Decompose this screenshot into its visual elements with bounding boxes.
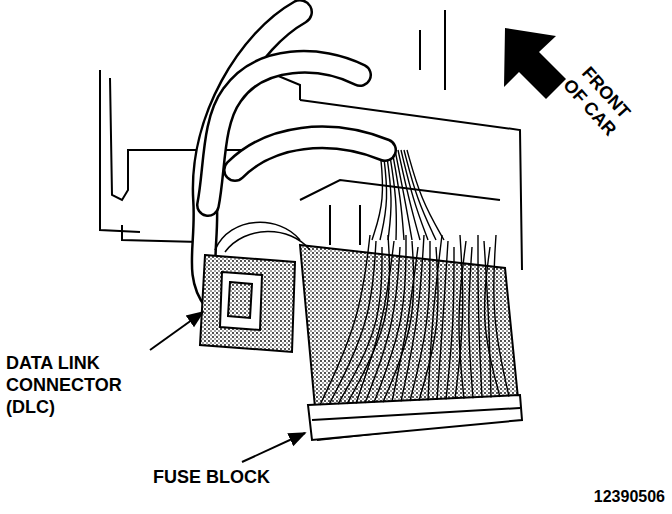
- fuse-block: [312, 408, 520, 420]
- wire: [428, 235, 442, 400]
- wire: [404, 150, 436, 240]
- wire: [469, 247, 473, 398]
- data-link-connector: [225, 231, 310, 252]
- data-link-connector: [228, 282, 252, 318]
- wire: [320, 235, 370, 405]
- part-label: FUSE BLOCK: [153, 466, 313, 488]
- data-link-connector: [220, 272, 262, 330]
- wire: [410, 241, 430, 401]
- wire: [380, 150, 387, 240]
- dash-structure: [444, 10, 446, 90]
- dash-structure: [419, 30, 421, 70]
- leader-line: [150, 312, 203, 350]
- wire: [386, 150, 391, 240]
- direction-label: FRONT OF CAR: [553, 53, 643, 146]
- wire: [478, 235, 482, 398]
- data-link-connector: [215, 222, 300, 250]
- dash-structure: [300, 100, 522, 270]
- dash-structure: [122, 225, 200, 242]
- wire: [401, 235, 424, 401]
- wire: [401, 150, 428, 240]
- wire: [459, 241, 466, 399]
- fuse-block: [300, 245, 522, 440]
- wire-bundle: [235, 137, 385, 170]
- wire: [356, 241, 394, 403]
- wire: [329, 241, 376, 405]
- wire: [372, 150, 382, 240]
- wire: [392, 247, 418, 402]
- wire-bundle: [235, 137, 385, 170]
- wire: [485, 247, 500, 397]
- wire: [446, 247, 454, 399]
- wire: [389, 150, 396, 240]
- front-arrow: [504, 28, 566, 99]
- leader-line: [242, 433, 305, 462]
- wire: [407, 150, 444, 240]
- data-link-connector: [200, 222, 310, 352]
- wire: [494, 235, 509, 397]
- wire: [437, 241, 448, 400]
- dash-structure: [329, 205, 331, 245]
- wire: [383, 241, 414, 402]
- data-link-connector: [200, 255, 295, 352]
- wire: [395, 150, 412, 240]
- wire: [374, 235, 406, 403]
- part-label: DATA LINK CONNECTOR (DLC): [6, 352, 146, 418]
- dash-structure: [359, 205, 361, 245]
- figure-number: 12390506: [540, 487, 665, 507]
- dash-structure: [100, 10, 522, 270]
- wire-harness: [320, 150, 509, 405]
- leader-line: [150, 312, 305, 462]
- front-arrow: [504, 28, 566, 99]
